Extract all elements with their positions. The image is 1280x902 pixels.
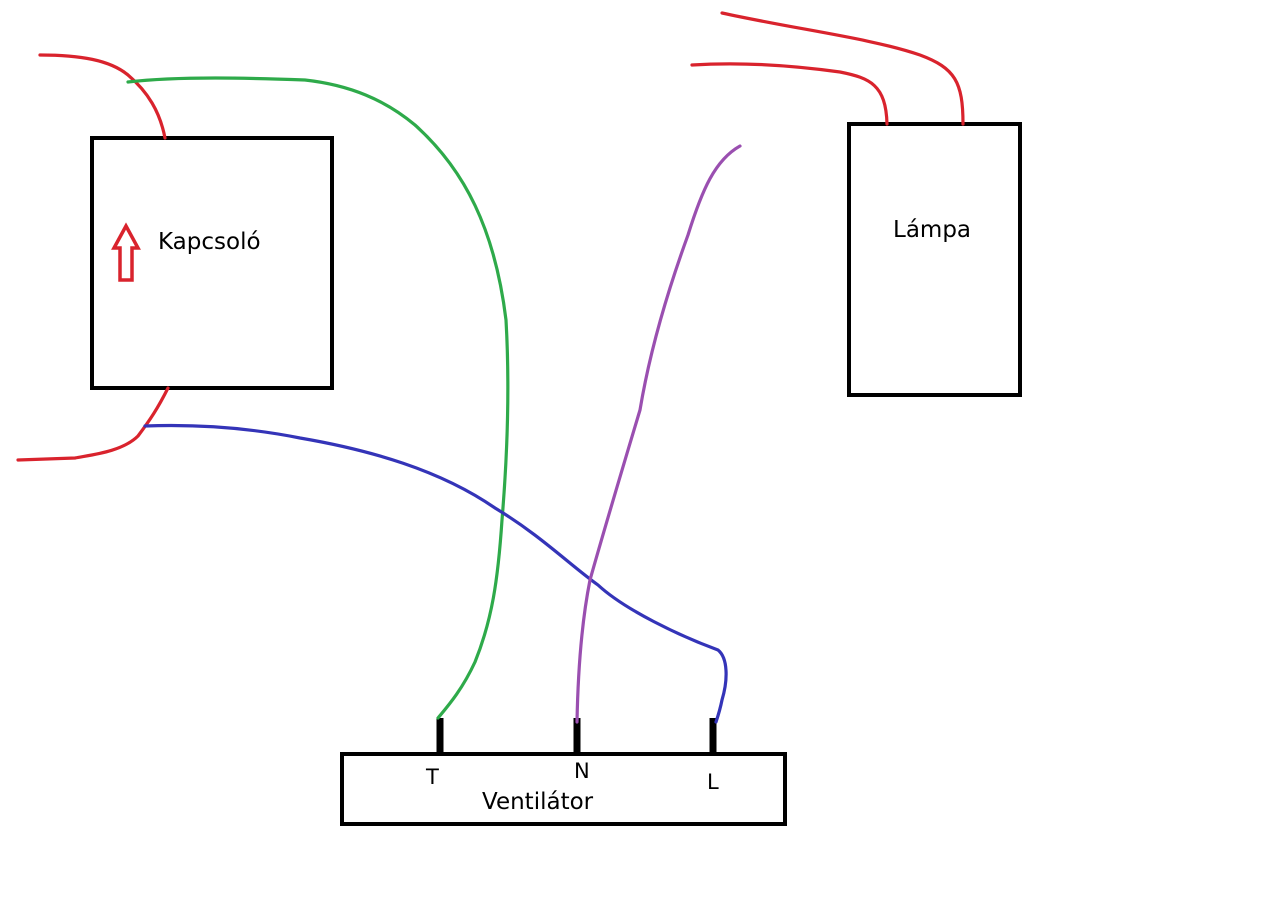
earth-wire [126, 76, 510, 720]
up-arrow-icon [111, 222, 141, 282]
switch-output-wire [16, 386, 170, 462]
terminal-t-label: T [425, 765, 439, 789]
lamp-wire-left [690, 62, 889, 126]
terminal-l-label: L [707, 770, 719, 794]
lamp-wire-right [720, 11, 965, 126]
switch-label: Kapcsoló [158, 229, 261, 255]
fan-box [340, 752, 787, 826]
switched-wire [143, 423, 728, 724]
terminal-n-label: N [574, 759, 590, 783]
neutral-wire [575, 144, 742, 724]
lamp-label: Lámpa [893, 217, 971, 243]
switch-box [90, 136, 334, 390]
switch-supply-wire [38, 53, 167, 140]
lamp-box [847, 122, 1022, 397]
fan-label: Ventilátor [482, 789, 594, 815]
